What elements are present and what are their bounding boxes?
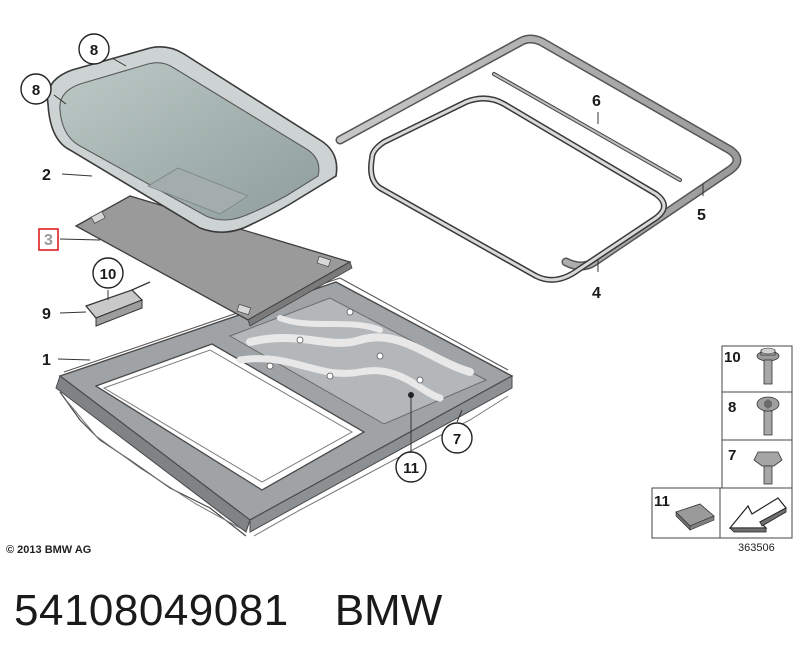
diagram-reference-number: 363506 [738,542,775,554]
highlight-box [38,228,59,251]
callout-8-top[interactable]: 8 [78,33,110,65]
fastener-cell-10 [721,345,793,393]
bracket-part [84,281,151,327]
outer-seal-frame [335,34,742,271]
brand-name: BMW [334,586,443,635]
copyright-notice: © 2013 BMW AG [6,544,91,556]
guide-rail-strip [492,72,682,182]
label-5[interactable]: 5 [697,207,706,224]
leader-dot [408,392,414,398]
part-number: 54108049081 [14,586,289,635]
fastener-label-10[interactable]: 10 [724,349,741,366]
label-6[interactable]: 6 [592,93,601,110]
material-label-11[interactable]: 11 [654,493,670,510]
fastener-cell-8 [721,391,793,441]
view-direction-arrow-icon [728,497,787,533]
svg-text:10: 10 [100,266,117,283]
part-footer: 54108049081 BMW [14,586,442,646]
svg-text:3: 3 [44,232,53,249]
fastener-label-8[interactable]: 8 [728,399,736,416]
leader-lines [53,57,704,452]
sunblind-panel [74,195,353,327]
label-1[interactable]: 1 [42,352,51,369]
svg-text:11: 11 [403,460,419,477]
glass-sunroof-panel [46,46,338,233]
label-4[interactable]: 4 [592,285,601,302]
callout-11[interactable]: 11 [395,451,427,483]
hex-bolt-icon [753,451,783,485]
label-9[interactable]: 9 [42,306,51,323]
callout-7[interactable]: 7 [441,422,473,454]
callout-10[interactable]: 10 [92,257,124,289]
callout-8-left[interactable]: 8 [20,73,52,105]
svg-text:8: 8 [32,82,40,99]
sunroof-exploded-diagram: 8 8 10 7 11 2 3 9 1 6 5 4 10 8 [6,33,793,556]
label-3-highlighted[interactable]: 3 [38,228,59,251]
svg-text:7: 7 [453,431,461,448]
adhesive-pad-icon [675,503,715,531]
torx-screw-icon [756,396,780,436]
fastener-label-7[interactable]: 7 [728,447,736,464]
sunroof-frame [55,277,514,537]
svg-text:8: 8 [90,42,98,59]
flange-bolt-icon [756,347,780,385]
label-2[interactable]: 2 [42,167,51,184]
inner-seal-ring [368,95,667,283]
fastener-table: 10 8 7 11 [651,345,793,539]
fastener-cell-7 [721,439,793,489]
